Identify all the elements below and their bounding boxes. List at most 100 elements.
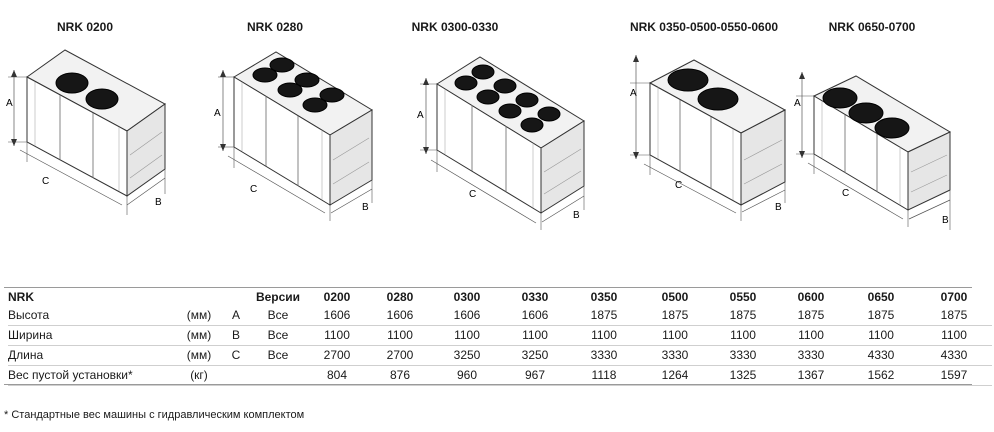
table-cell: 1875 — [776, 306, 846, 326]
table-cell: 960 — [432, 365, 502, 386]
dim-label-b: B — [155, 197, 162, 208]
row-version: Все — [250, 306, 306, 326]
fan-icon — [515, 92, 539, 108]
table-cell: 876 — [368, 365, 432, 386]
table-cell: 1875 — [640, 306, 710, 326]
header-model: 0300 — [453, 290, 481, 304]
dim-label-c: C — [842, 188, 849, 199]
table-cell: 1100 — [432, 325, 502, 346]
fan-icon — [537, 106, 561, 122]
table-row-width: Ширина (мм) B Все 1100 1100 1100 1100 11… — [8, 325, 992, 346]
row-unit: (мм) — [176, 306, 222, 326]
table-cell: 967 — [502, 365, 568, 386]
dim-label-b: B — [775, 202, 782, 213]
fan-icon — [55, 72, 89, 94]
table-cell: 3330 — [640, 345, 710, 366]
row-dim — [222, 365, 250, 386]
table-cell: 804 — [306, 365, 368, 386]
fan-icon — [454, 75, 478, 91]
unit-title-0300-0330: NRK 0300-0330 — [411, 20, 499, 34]
row-unit: (мм) — [176, 325, 222, 346]
fan-icon — [822, 87, 858, 109]
header-model: 0500 — [661, 290, 689, 304]
table-cell: 1875 — [916, 306, 992, 326]
table-cell: 3330 — [710, 345, 776, 366]
fan-icon — [874, 117, 910, 139]
fan-icon — [294, 72, 320, 88]
fan-icon — [471, 64, 495, 80]
header-model: 0330 — [521, 290, 549, 304]
table-cell: 1100 — [368, 325, 432, 346]
row-unit: (кг) — [176, 365, 222, 386]
table-cell: 1875 — [710, 306, 776, 326]
table-cell: 1606 — [368, 306, 432, 326]
fan-icon — [520, 117, 544, 133]
row-label: Ширина — [8, 325, 176, 346]
row-version: Все — [250, 325, 306, 346]
fan-icon — [319, 87, 345, 103]
table-cell: 1606 — [432, 306, 502, 326]
specs-table: NRK Версии 0200 0280 0300 0330 0350 0500… — [8, 289, 992, 386]
header-model: 0350 — [590, 290, 618, 304]
dim-label-a: A — [630, 88, 637, 99]
table-cell: 1118 — [568, 365, 640, 386]
header-model: 0280 — [386, 290, 414, 304]
unit-drawing-0300-0330 — [420, 56, 585, 230]
dim-label-a: A — [6, 98, 13, 109]
table-cell: 4330 — [846, 345, 916, 366]
unit-drawing-0280 — [218, 51, 373, 221]
row-label: Высота — [8, 306, 176, 326]
dim-label-a: A — [214, 108, 221, 119]
table-top-rule — [4, 287, 972, 288]
dim-label-b: B — [942, 215, 949, 226]
table-row-height: Высота (мм) A Все 1606 1606 1606 1606 18… — [8, 306, 992, 326]
table-cell: 1100 — [306, 325, 368, 346]
table-cell: 3250 — [502, 345, 568, 366]
dim-label-b: B — [573, 210, 580, 221]
unit-title-0350-0600: NRK 0350-0500-0550-0600 — [629, 20, 779, 34]
table-cell: 1562 — [846, 365, 916, 386]
table-row-length: Длина (мм) C Все 2700 2700 3250 3250 333… — [8, 345, 992, 366]
fan-icon — [498, 103, 522, 119]
dim-label-c: C — [469, 189, 476, 200]
dim-label-a: A — [417, 110, 424, 121]
unit-drawing-0350-0600 — [630, 55, 787, 221]
row-version — [250, 365, 306, 386]
table-cell: 1367 — [776, 365, 846, 386]
table-cell: 1606 — [306, 306, 368, 326]
unit-drawings: A C B A C B — [6, 49, 952, 230]
unit-drawing-0650-0700 — [796, 72, 952, 230]
fan-icon — [848, 102, 884, 124]
header-model: 0700 — [940, 290, 968, 304]
table-cell: 1100 — [846, 325, 916, 346]
fan-icon — [269, 57, 295, 73]
table-cell: 1606 — [502, 306, 568, 326]
row-unit: (мм) — [176, 345, 222, 366]
fan-icon — [302, 97, 328, 113]
row-label: Длина — [8, 345, 176, 366]
table-cell: 4330 — [916, 345, 992, 366]
table-cell: 1875 — [846, 306, 916, 326]
row-dim: C — [222, 345, 250, 366]
table-cell: 1325 — [710, 365, 776, 386]
table-cell: 3330 — [568, 345, 640, 366]
table-cell: 1875 — [568, 306, 640, 326]
row-version: Все — [250, 345, 306, 366]
header-model: 0650 — [867, 290, 895, 304]
unit-title-0650-0700: NRK 0650-0700 — [828, 20, 916, 34]
dim-label-a: A — [794, 98, 801, 109]
table-cell: 3250 — [432, 345, 502, 366]
footnote: * Стандартные вес машины с гидравлически… — [4, 409, 305, 421]
table-cell: 1100 — [710, 325, 776, 346]
table-cell: 1100 — [916, 325, 992, 346]
dim-label-b: B — [362, 202, 369, 213]
row-label: Вес пустой установки* — [8, 365, 176, 386]
dim-label-c: C — [42, 176, 49, 187]
unit-title-0200: NRK 0200 — [56, 20, 114, 34]
header-nrk: NRK — [8, 290, 34, 304]
fan-icon — [667, 68, 709, 92]
fan-icon — [277, 82, 303, 98]
unit-drawing-0200 — [8, 49, 166, 215]
fan-icon — [252, 67, 278, 83]
row-dim: B — [222, 325, 250, 346]
